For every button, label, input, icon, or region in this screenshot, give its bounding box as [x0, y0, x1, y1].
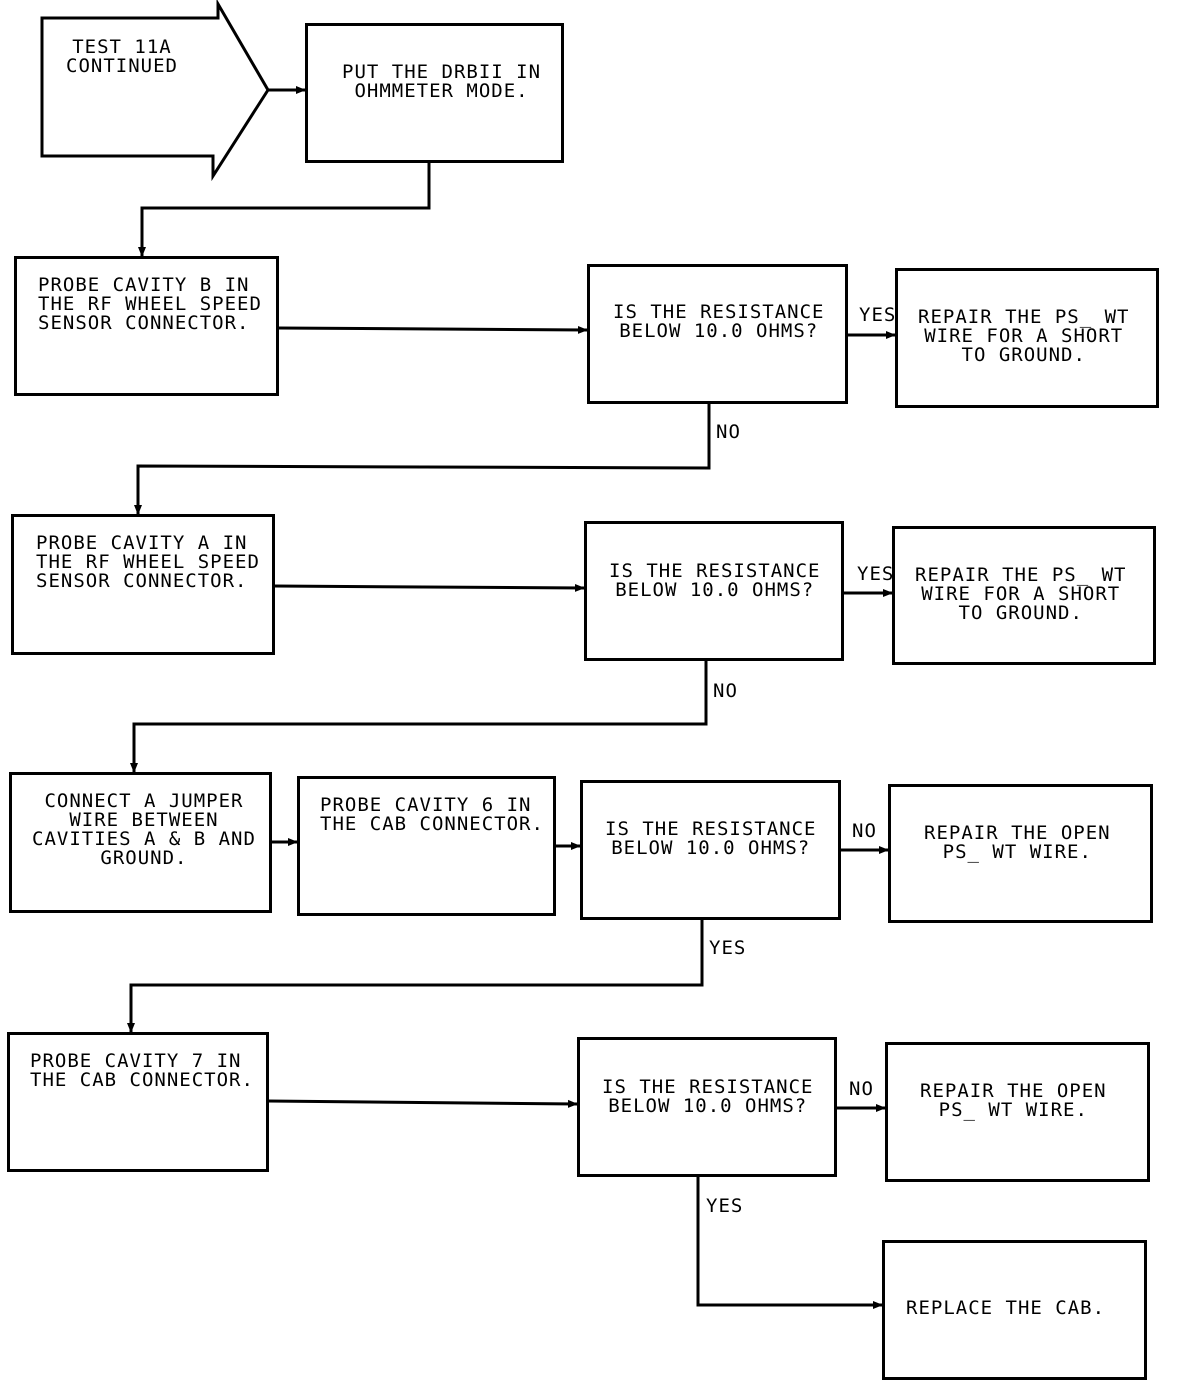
- probe-cavity-a-box: [11, 514, 275, 655]
- branch-label-no: NO: [713, 680, 738, 702]
- repair-open-1-text: REPAIR THE OPEN PS_ WT WIRE.: [924, 822, 1111, 863]
- connect-jumper-box: [9, 772, 272, 913]
- connector-ohmmeter-to-probe-b: [138, 162, 431, 257]
- decision-2-text: IS THE RESISTANCE BELOW 10.0 OHMS?: [609, 560, 821, 601]
- decision-4-text: IS THE RESISTANCE BELOW 10.0 OHMS?: [602, 1076, 814, 1117]
- decision-1-text: IS THE RESISTANCE BELOW 10.0 OHMS?: [613, 301, 825, 342]
- probe-cavity-6-box: [297, 776, 556, 916]
- probe-cavity-b-text: PROBE CAVITY B IN THE RF WHEEL SPEED SEN…: [38, 274, 262, 334]
- connector-q1-no-to-probe-a: [134, 402, 711, 515]
- connector-probe-b-to-q1: [277, 325, 588, 334]
- ohmmeter-mode-text: PUT THE DRBII IN OHMMETER MODE.: [342, 61, 542, 102]
- decision-2-box: [584, 521, 844, 661]
- probe-cavity-7-text: PROBE CAVITY 7 IN THE CAB CONNECTOR.: [30, 1050, 254, 1091]
- ohmmeter-mode-box: [305, 23, 564, 163]
- branch-label-yes: YES: [709, 937, 747, 959]
- repair-short-2-text: REPAIR THE PS_ WT WIRE FOR A SHORT TO GR…: [915, 564, 1127, 624]
- connector-q2-no-to-jumper: [130, 660, 708, 773]
- start-arrow-shape: [40, 0, 270, 182]
- probe-cavity-a-text: PROBE CAVITY A IN THE RF WHEEL SPEED SEN…: [36, 532, 260, 592]
- connector-probe7-to-q4: [267, 1099, 578, 1108]
- connector-probe-a-to-q2: [273, 583, 585, 592]
- repair-short-1-text: REPAIR THE PS_ WT WIRE FOR A SHORT TO GR…: [918, 306, 1130, 366]
- repair-open-1-box: [888, 784, 1153, 923]
- probe-cavity-7-box: [7, 1032, 269, 1172]
- replace-cab-text: REPLACE THE CAB.: [906, 1297, 1106, 1319]
- connector-q3-yes-to-probe7: [127, 918, 704, 1033]
- repair-open-2-box: [885, 1042, 1150, 1182]
- probe-cavity-6-text: PROBE CAVITY 6 IN THE CAB CONNECTOR.: [320, 794, 544, 835]
- branch-label-no: NO: [716, 421, 741, 443]
- branch-label-no: NO: [849, 1078, 874, 1100]
- branch-label-yes: YES: [859, 304, 897, 326]
- replace-cab-box: [882, 1240, 1147, 1380]
- decision-3-text: IS THE RESISTANCE BELOW 10.0 OHMS?: [605, 818, 817, 859]
- branch-label-yes: YES: [857, 563, 895, 585]
- decision-3-box: [580, 780, 841, 920]
- start-label: TEST 11A CONTINUED: [66, 36, 178, 77]
- decision-4-box: [577, 1037, 837, 1177]
- connector-q4-yes-to-replace: [696, 1176, 883, 1309]
- connect-jumper-text: CONNECT A JUMPER WIRE BETWEEN CAVITIES A…: [32, 790, 256, 869]
- branch-label-no: NO: [852, 820, 877, 842]
- decision-1-box: [587, 264, 848, 404]
- repair-short-2-box: [892, 526, 1156, 665]
- branch-label-yes: YES: [706, 1195, 744, 1217]
- probe-cavity-b-box: [14, 256, 279, 396]
- repair-open-2-text: REPAIR THE OPEN PS_ WT WIRE.: [920, 1080, 1107, 1121]
- repair-short-1-box: [895, 268, 1159, 408]
